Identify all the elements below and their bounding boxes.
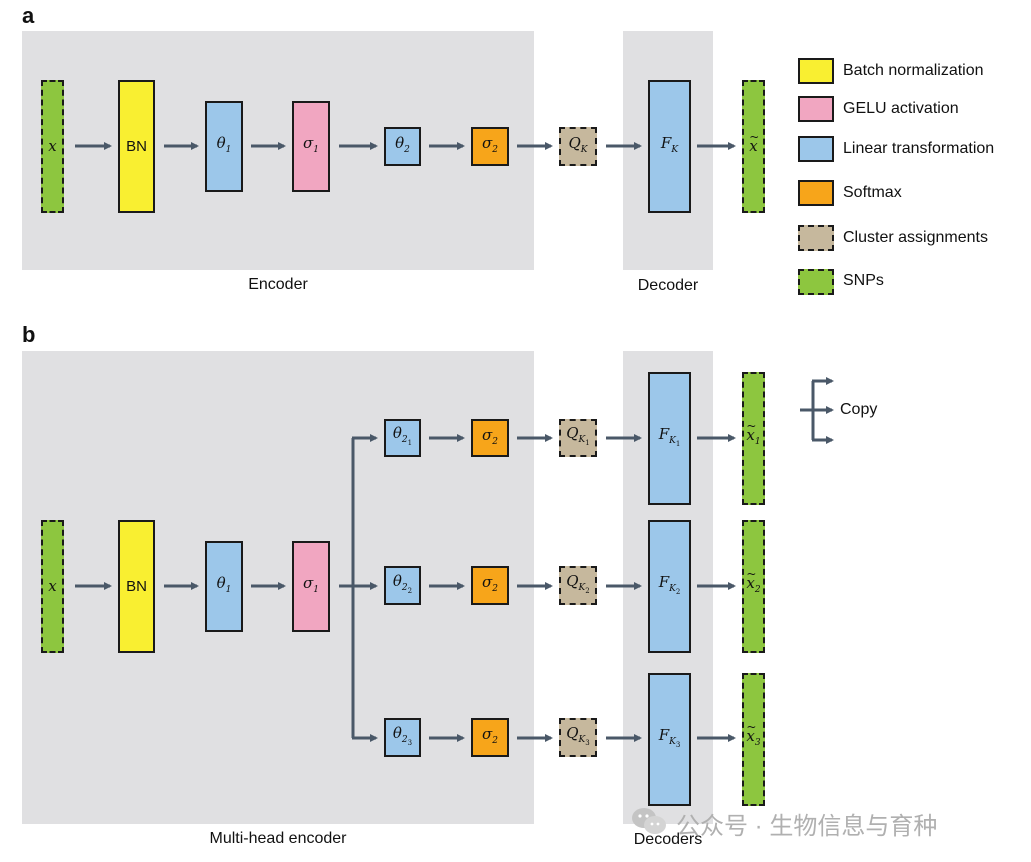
theta2-label: θ2 (395, 134, 410, 155)
snp-input-box-b: x (41, 520, 64, 653)
head1-q-label: QK1 (566, 424, 590, 447)
theta1-label-b: θ1 (216, 574, 232, 595)
legend-swatch-softmax (798, 180, 834, 206)
legend-swatch-cluster (798, 225, 834, 251)
bn-label-b: BN (126, 578, 147, 595)
legend-label-cluster: Cluster assignments (843, 229, 988, 246)
head3-q-label: QK3 (566, 723, 590, 747)
sigma1-label: σ1 (303, 134, 319, 155)
linear-theta1-box-b: θ1 (205, 541, 243, 632)
head3-xhat-label: ~x3 (746, 720, 761, 748)
sigma1-label-b: σ1 (303, 574, 319, 595)
head1-xhat-label: ~x1 (746, 419, 761, 447)
head2-f-label: FK2 (658, 572, 681, 596)
legend-swatch-batch-norm (798, 58, 834, 84)
gelu-sigma1-box-b: σ1 (292, 541, 330, 632)
panel-a-letter: a (22, 3, 35, 28)
head1-softmax-box: σ2 (471, 419, 509, 457)
head2-cluster-box: QK2 (559, 566, 597, 605)
gelu-sigma1-box: σ1 (292, 101, 330, 192)
head2-sigma-label: σ2 (482, 573, 498, 594)
head3-theta-label: θ23 (392, 723, 413, 747)
head3-softmax-box: σ2 (471, 718, 509, 757)
batch-norm-box-b: BN (118, 520, 155, 653)
legend-swatch-snps (798, 269, 834, 295)
input-x-label-b: x (48, 577, 57, 595)
snp-input-box: x (41, 80, 64, 213)
watermark-text: 公众号 · 生物信息与育种 (676, 813, 938, 840)
head3-theta-box: θ23 (384, 718, 421, 757)
softmax-sigma2-box: σ2 (471, 127, 509, 166)
decoder-label: Decoder (637, 277, 699, 294)
head3-sigma-label: σ2 (482, 725, 498, 746)
legend-swatch-gelu (798, 96, 834, 122)
head1-cluster-box: QK1 (559, 419, 597, 457)
head1-sigma-label: σ2 (482, 425, 498, 447)
bn-label: BN (126, 138, 147, 155)
head1-f-label: FK1 (658, 424, 681, 448)
decoders-label: Decoders (633, 831, 703, 848)
legend-label-softmax: Softmax (843, 184, 902, 201)
head2-softmax-box: σ2 (471, 566, 509, 605)
cluster-q-box: QK (559, 127, 597, 166)
head2-decoder-box: FK2 (648, 520, 691, 653)
legend-swatch-linear (798, 136, 834, 162)
input-x-label: x (48, 137, 57, 155)
head3-cluster-box: QK3 (559, 718, 597, 757)
head1-output-box: ~x1 (742, 372, 765, 505)
linear-theta1-box: θ1 (205, 101, 243, 192)
batch-norm-box: BN (118, 80, 155, 213)
head1-decoder-box: FK1 (648, 372, 691, 505)
head1-theta-label: θ21 (392, 424, 413, 447)
head1-theta-box: θ21 (384, 419, 421, 457)
xhat-label: ~x (749, 130, 760, 155)
encoder-region (22, 31, 534, 270)
legend-label-batch-norm: Batch normalization (843, 62, 984, 79)
legend-label-gelu: GELU activation (843, 100, 959, 117)
linear-theta2-box: θ2 (384, 127, 421, 166)
legend-label-snps: SNPs (843, 272, 884, 289)
snp-reconstruction-box: ~x (742, 80, 765, 213)
multi-head-encoder-label: Multi-head encoder (209, 830, 347, 847)
head3-f-label: FK3 (658, 725, 681, 749)
copy-label: Copy (840, 401, 878, 418)
head2-theta-label: θ22 (392, 571, 413, 595)
head2-q-label: QK2 (566, 571, 590, 595)
wechat-icon (632, 808, 666, 834)
head2-xhat-label: ~x2 (746, 567, 761, 595)
decoder-f-box: FK (648, 80, 691, 213)
legend-label-linear: Linear transformation (843, 140, 995, 157)
head2-output-box: ~x2 (742, 520, 765, 653)
theta1-label: θ1 (216, 134, 232, 155)
head3-output-box: ~x3 (742, 673, 765, 806)
f-label: FK (660, 134, 679, 155)
panel-b-letter: b (22, 322, 36, 347)
q-label: QK (568, 134, 588, 155)
head2-theta-box: θ22 (384, 566, 421, 605)
encoder-label: Encoder (248, 276, 308, 293)
head3-decoder-box: FK3 (648, 673, 691, 806)
sigma2-label: σ2 (482, 134, 498, 155)
